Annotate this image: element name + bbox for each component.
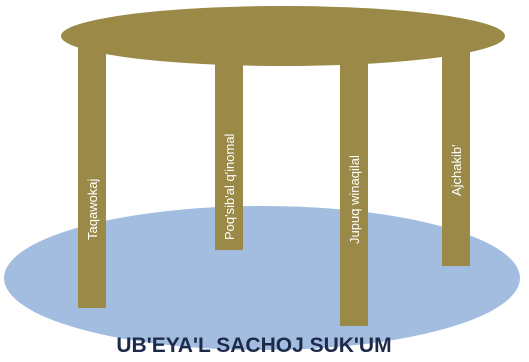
table-leg-label-4: Ajchakib' — [449, 144, 464, 196]
table-leg-label-1: Taqawokaj — [85, 178, 100, 240]
table-top — [61, 6, 505, 66]
base-title: UB'EYA'L SACHOJ SUK'UM — [116, 334, 391, 357]
table-leg-4 — [442, 36, 470, 266]
table-leg-2 — [215, 36, 243, 250]
table-leg-label-3: Jupuq winaqilal — [347, 155, 362, 244]
table-leg-label-2: Poq'sib'al q'inomal — [222, 133, 237, 240]
table-leg-3 — [340, 36, 368, 326]
base-ellipse — [4, 206, 520, 350]
table-leg-1 — [78, 36, 106, 308]
